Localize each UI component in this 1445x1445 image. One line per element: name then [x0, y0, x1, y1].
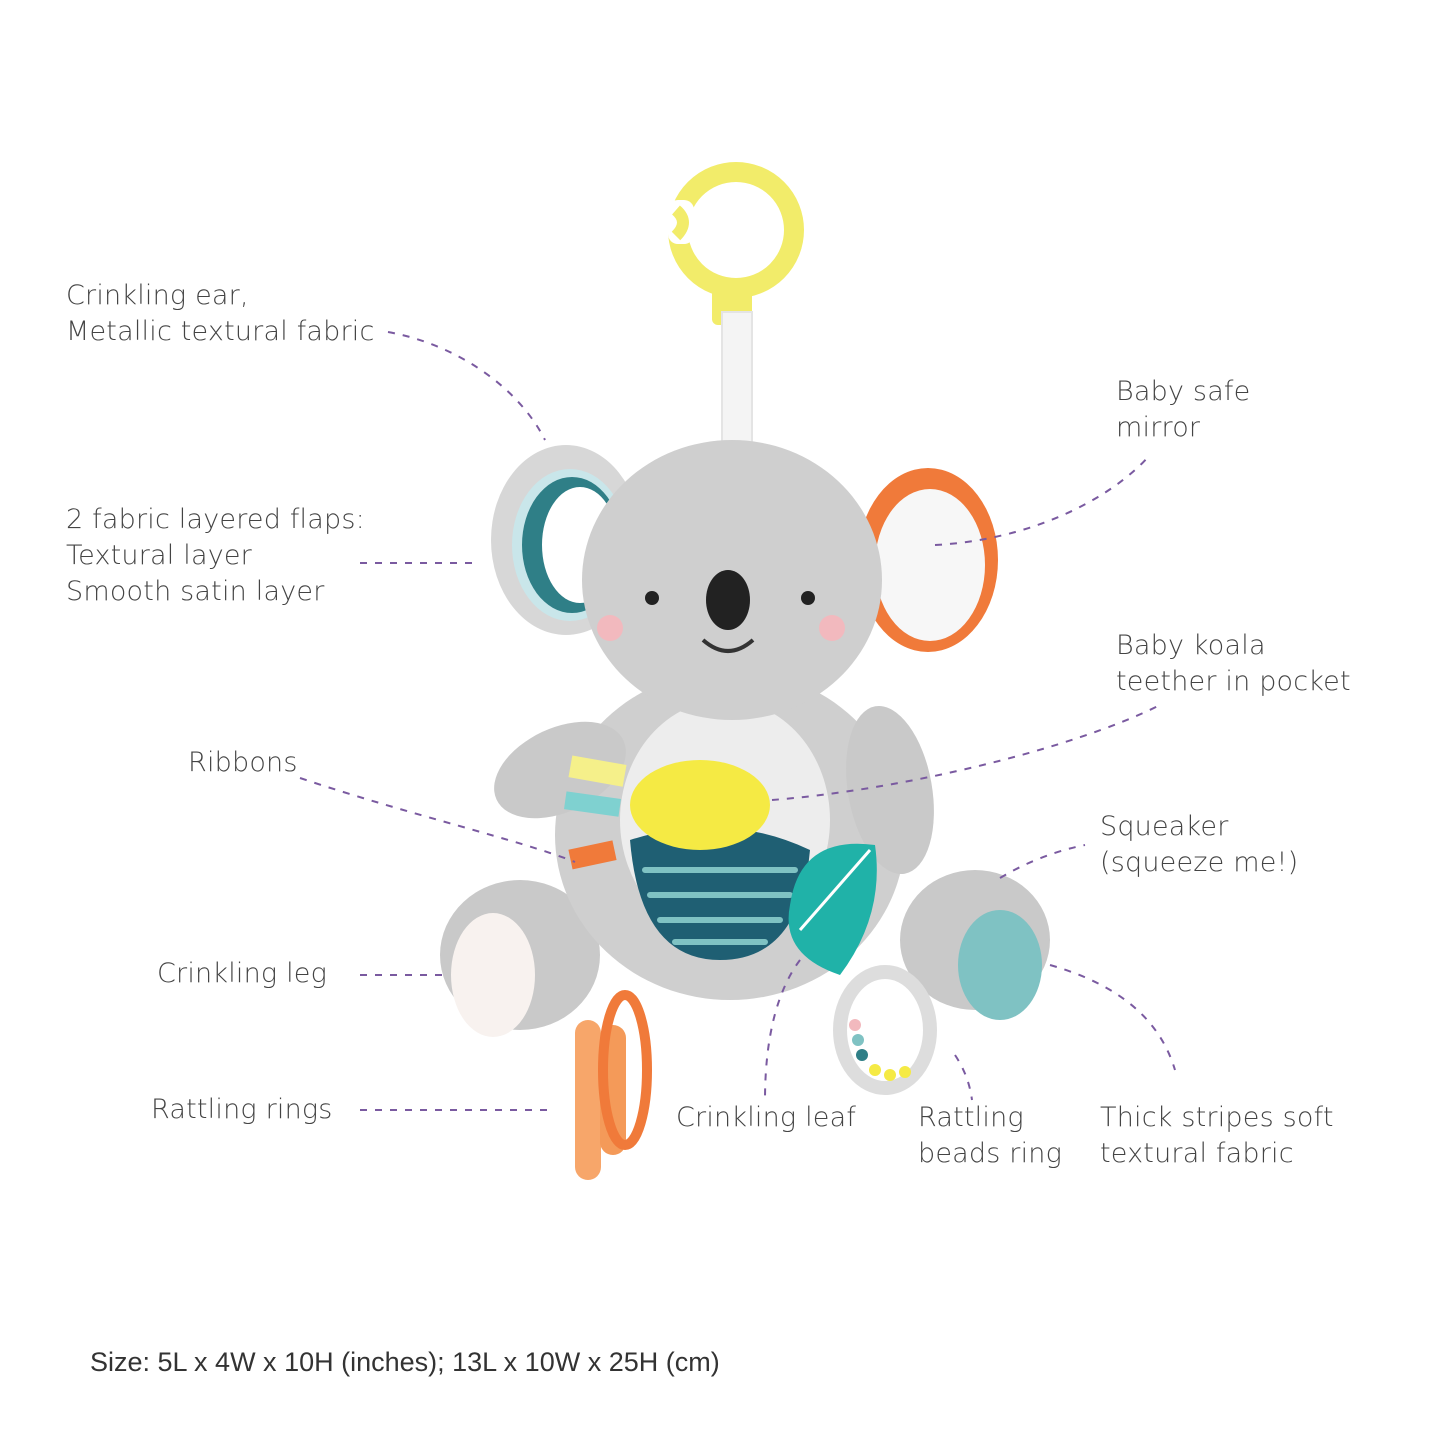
size-note: Size: 5L x 4W x 10H (inches); 13L x 10W …: [90, 1347, 720, 1377]
callout-line: Baby koala: [1116, 630, 1266, 661]
callout-line: Rattling rings: [151, 1094, 333, 1125]
callout-fabric-flaps: 2 fabric layered flaps: Textural layer S…: [66, 502, 365, 610]
callout-line: Crinkling ear,: [66, 280, 249, 311]
callout-rattling-beads-ring: Rattling beads ring: [918, 1100, 1062, 1172]
koala-nose: [706, 570, 750, 630]
callout-line: Crinkling leaf: [676, 1102, 857, 1133]
callout-line: Baby safe: [1116, 376, 1251, 407]
callout-line: beads ring: [918, 1138, 1063, 1169]
left-arm: [494, 721, 626, 819]
beads-ring: [833, 965, 937, 1095]
leaf: [788, 843, 877, 975]
callout-squeaker: Squeaker (squeeze me!): [1100, 809, 1298, 881]
right-ear: [858, 468, 998, 652]
baby-koala-teether: [630, 760, 770, 850]
callout-baby-safe-mirror: Baby safe mirror: [1116, 374, 1250, 446]
callout-line: Smooth satin layer: [66, 576, 325, 607]
callout-line: Ribbons: [188, 747, 298, 778]
callout-line: mirror: [1116, 412, 1201, 443]
strap: [721, 311, 753, 453]
callout-line: Metallic textural fabric: [66, 316, 375, 347]
callout-line: Rattling: [918, 1102, 1024, 1133]
callout-crinkling-leg: Crinkling leg: [157, 956, 327, 992]
callout-crinkling-ear: Crinkling ear, Metallic textural fabric: [66, 278, 375, 350]
callout-crinkling-leaf: Crinkling leaf: [676, 1100, 856, 1136]
left-leg: [440, 880, 600, 1037]
callout-thick-stripes: Thick stripes soft textural fabric: [1100, 1100, 1334, 1172]
callout-line: (squeeze me!): [1100, 847, 1299, 878]
callout-line: Crinkling leg: [157, 958, 328, 989]
callout-baby-koala-teether: Baby koala teether in pocket: [1116, 628, 1351, 700]
right-leg: [900, 870, 1050, 1020]
callout-line: Textural layer: [66, 540, 252, 571]
callout-line: Squeaker: [1100, 811, 1229, 842]
rattling-rings: [575, 990, 652, 1180]
callout-line: teether in pocket: [1116, 666, 1351, 697]
right-arm: [846, 705, 934, 875]
callout-line: 2 fabric layered flaps:: [66, 504, 365, 535]
callout-line: textural fabric: [1100, 1138, 1294, 1169]
callout-rattling-rings: Rattling rings: [151, 1092, 333, 1128]
leader-lines: [299, 331, 1176, 1111]
callout-line: Thick stripes soft: [1100, 1102, 1334, 1133]
callout-ribbons: Ribbons: [188, 745, 298, 781]
yellow-ring-icon: [668, 162, 804, 325]
